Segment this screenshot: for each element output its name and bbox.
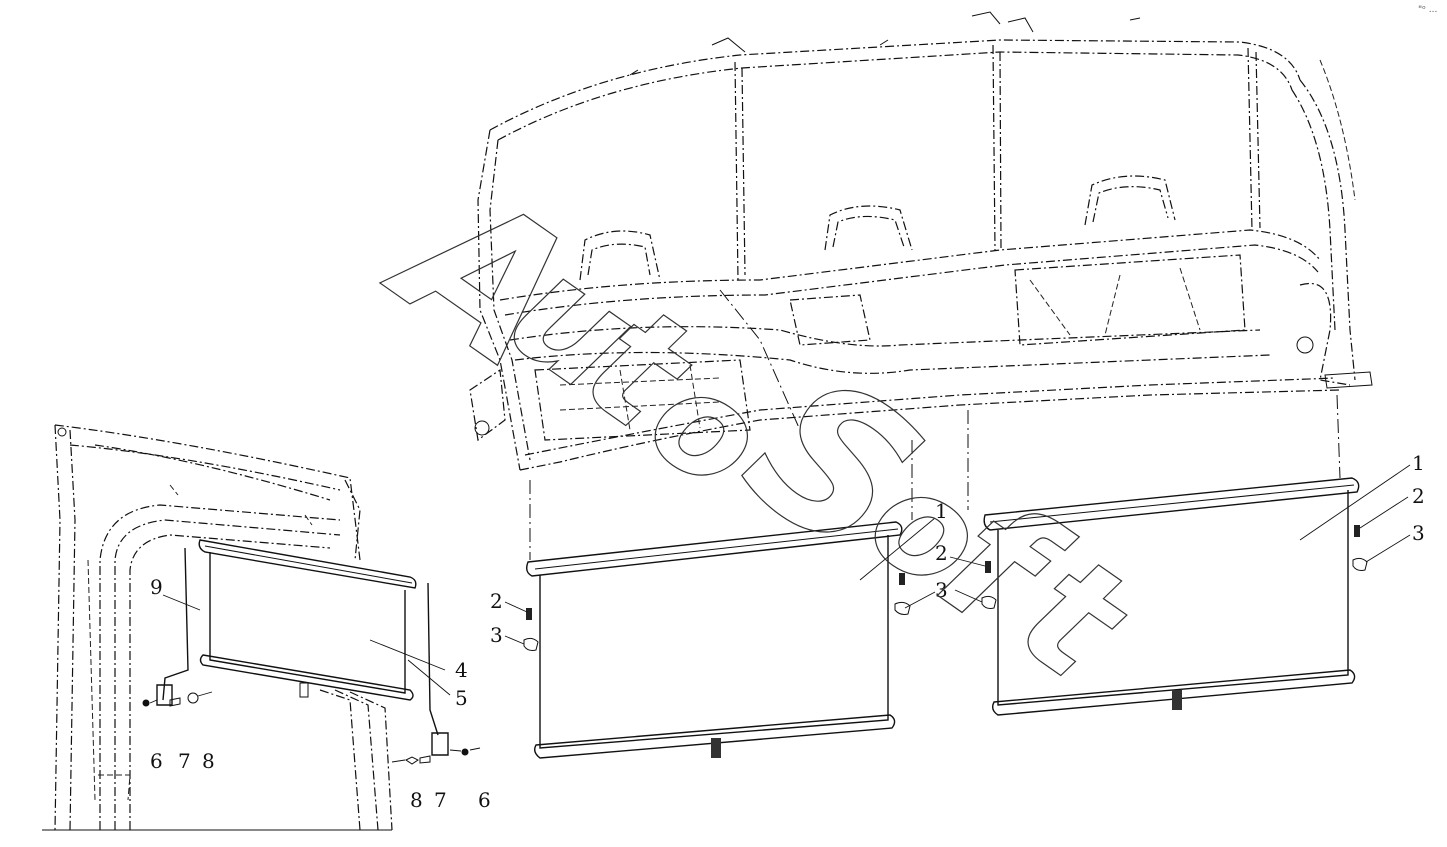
leader-lines bbox=[162, 464, 1411, 696]
callout-6-right: 6 bbox=[478, 788, 491, 812]
callout-3-middle-right: 3 bbox=[935, 578, 948, 602]
callout-4: 4 bbox=[455, 658, 468, 682]
right-sunshade-assembly bbox=[983, 477, 1368, 716]
alignment-lines bbox=[529, 289, 1341, 560]
middle-sunshade-assembly bbox=[523, 521, 997, 759]
left-sunshade-assembly bbox=[142, 539, 481, 765]
callout-8-right: 8 bbox=[410, 788, 423, 812]
callout-2-right: 2 bbox=[1412, 484, 1425, 508]
callout-7-right: 7 bbox=[434, 788, 447, 812]
corner-mark: "ᵒ ... bbox=[1418, 5, 1437, 15]
callout-8-left: 8 bbox=[202, 749, 215, 773]
callout-9: 9 bbox=[150, 575, 163, 599]
callout-3-middle-left: 3 bbox=[490, 623, 503, 647]
callout-1-right: 1 bbox=[1412, 451, 1425, 475]
callout-7-left: 7 bbox=[178, 749, 191, 773]
callout-5: 5 bbox=[455, 686, 468, 710]
cab-interior-outline bbox=[42, 424, 393, 831]
callout-6-left: 6 bbox=[150, 749, 163, 773]
callout-labels: 9 4 5 6 7 8 8 7 6 1 2 3 2 3 1 2 3 bbox=[150, 451, 1425, 812]
vehicle-body-outline bbox=[469, 11, 1373, 471]
callout-3-right: 3 bbox=[1412, 521, 1425, 545]
callout-1-middle: 1 bbox=[935, 499, 948, 523]
callout-2-middle-left: 2 bbox=[490, 589, 503, 613]
callout-2-middle-right: 2 bbox=[935, 541, 948, 565]
